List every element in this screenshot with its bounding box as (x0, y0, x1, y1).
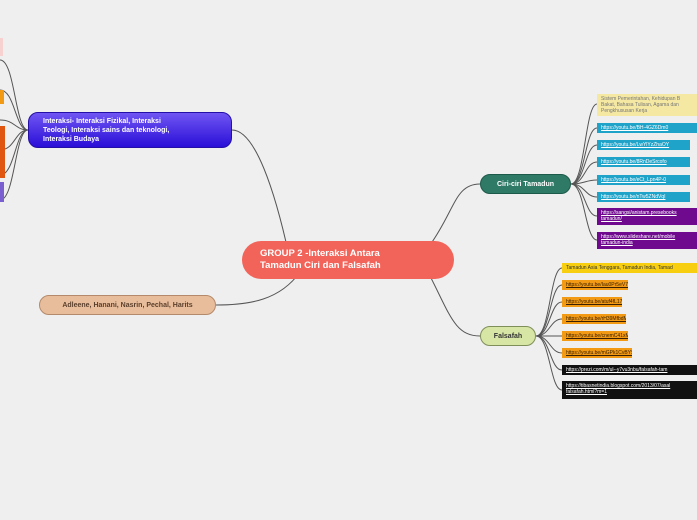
link-central-falsafah (429, 275, 481, 337)
link-central-ciri (429, 183, 481, 246)
ciri-link-7[interactable]: https://www.slideshare.net/mobile tamadu… (597, 232, 697, 249)
ciri-link-7-line1: https://www.slideshare.net/mobile (601, 234, 676, 240)
group-members-topic[interactable]: Adleene, Hanani, Nasrin, Pechal, Harits (39, 295, 216, 315)
ciri-link-4[interactable]: https://youtu.be/eCt_Lpn4P-0 (597, 175, 690, 185)
group-members-label: Adleene, Hanani, Nasrin, Pechal, Harits (62, 301, 193, 309)
ciri-link-3[interactable]: https://youtu.be/8RnDeSrcofo (597, 157, 690, 167)
offscreen-node-1[interactable] (0, 38, 3, 56)
ciri-link-7-line2: tamadun-india (601, 240, 633, 246)
falsafah-link-3[interactable]: https://youtu.be/rH39MfbdMA (562, 314, 626, 324)
link-central-names (215, 271, 301, 306)
falsafah-link-1[interactable]: https://youtu.be/Iau0Pr5eV79o (562, 280, 628, 290)
ciri-description-line2: Bakat, Bahasa Tulisan, Agama dan (601, 102, 679, 108)
interaksi-topic[interactable]: Interaksi- Interaksi Fizikal, Interaksi … (28, 112, 232, 148)
link-central-interaksi (231, 129, 291, 261)
falsafah-link-2[interactable]: https://youtu.be/atuf4fL17fal (562, 297, 622, 307)
ciri-tamadun-topic[interactable]: Ciri-ciri Tamadun (480, 174, 571, 194)
offscreen-node-4[interactable] (0, 182, 4, 202)
central-topic-line2: Tamadun Ciri dan Falsafah (260, 260, 381, 271)
ciri-link-6-line2: tamadun/ (601, 216, 622, 222)
ciri-tamadun-label: Ciri-ciri Tamadun (496, 180, 555, 188)
ciri-description-line1: Sistem Pemerintahan, Kehidupan B (601, 96, 681, 102)
interaksi-line2: Teologi, Interaksi sains dan teknologi, (43, 126, 170, 134)
falsafah-topic[interactable]: Falsafah (480, 326, 536, 346)
ciri-description-note[interactable]: Sistem Pemerintahan, Kehidupan B Bakat, … (597, 94, 697, 116)
offscreen-node-2[interactable] (0, 90, 4, 104)
falsafah-link-7-line1: https://tibasnetindia.blogspot.com/2013/… (566, 383, 671, 389)
falsafah-link-4[interactable]: https://youtu.be/cnemC41xMHU (562, 331, 628, 341)
interaksi-line1: Interaksi- Interaksi Fizikal, Interaksi (43, 117, 161, 125)
falsafah-link-7-line2: falsafah.html?m=1 (566, 389, 607, 395)
ciri-link-1[interactable]: https://youtu.be/BH-4GZ6Dm0 (597, 123, 697, 133)
central-topic[interactable]: GROUP 2 -Interaksi Antara Tamadun Ciri d… (242, 241, 454, 279)
falsafah-label: Falsafah (493, 332, 523, 340)
ciri-link-6-line1: https://sangsi/anistam.presebooks (601, 210, 677, 216)
falsafah-description-note[interactable]: Tamadun Asia Tenggara, Tamadun India, Ta… (562, 263, 697, 273)
central-topic-line1: GROUP 2 -Interaksi Antara (260, 248, 380, 259)
ciri-link-6[interactable]: https://sangsi/anistam.presebooks tamadu… (597, 208, 697, 225)
falsafah-link-7[interactable]: https://tibasnetindia.blogspot.com/2013/… (562, 381, 697, 399)
ciri-link-2[interactable]: https://youtu.be/LwYlYzZhaOY (597, 140, 690, 150)
falsafah-link-5[interactable]: https://youtu.be/mGPk1CvBYSw (562, 348, 632, 358)
ciri-description-line3: Pengkhususan Kerja (601, 108, 648, 114)
offscreen-node-3[interactable] (0, 126, 5, 178)
ciri-link-5[interactable]: https://youtu.be/nTw5ZNdVqI (597, 192, 690, 202)
falsafah-link-6[interactable]: https://prezi.com/m/ul--y7vu3nbu/falsafa… (562, 365, 697, 375)
interaksi-line3: Interaksi Budaya (43, 135, 100, 143)
